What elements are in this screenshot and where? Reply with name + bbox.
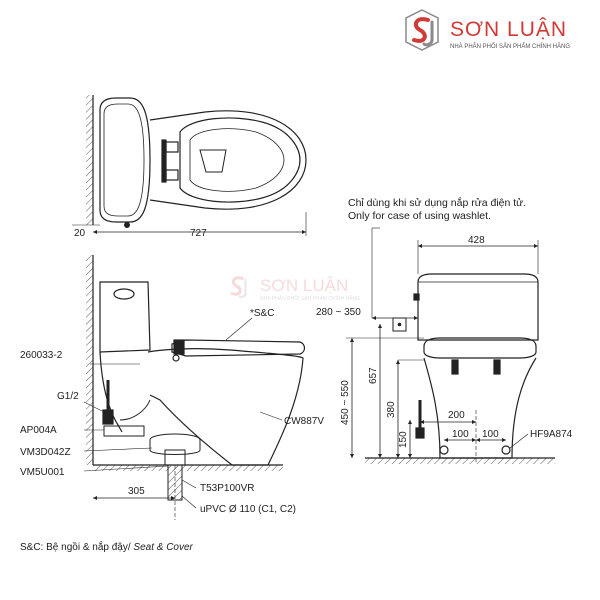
front-bowl: [423, 357, 537, 459]
dim-657: 657: [368, 367, 379, 384]
watermark-name: SƠN LUẬN: [260, 276, 349, 295]
dim-total-depth: 727: [190, 228, 207, 239]
dim-100-left: 100: [452, 429, 469, 440]
leader-g12: [83, 401, 105, 413]
top-view: [72, 95, 307, 236]
side-hinge: [173, 339, 185, 355]
legend: S&C: Bệ ngồi & nắp đậy/ Seat & Cover: [20, 540, 194, 553]
angle-valve: [102, 409, 114, 425]
front-hinge-right: [493, 359, 501, 375]
bolt-right-icon: [501, 445, 511, 455]
front-tank-button: [413, 293, 420, 301]
trap-adapter: [103, 425, 145, 437]
washlet-note-vi: Chỉ dùng khi sử dụng nắp rửa điện tử.: [348, 196, 526, 209]
dim-rough-in: 305: [128, 486, 145, 497]
leader-vm3d: [83, 447, 153, 452]
side-hinge-pin: [172, 354, 180, 362]
leader-sc: [225, 317, 253, 341]
leader-hf9a874: [509, 433, 529, 449]
part-t53p100vr: T53P100VR: [200, 483, 254, 494]
legend-prefix: S&C: Bệ ngồi & nắp đậy/: [20, 540, 133, 553]
dim-seat-height-range: 450 ~ 550: [340, 380, 351, 425]
leader-vm5u: [83, 465, 169, 472]
part-ap004a: AP004A: [20, 425, 57, 436]
brand-tagline: NHÀ PHÂN PHỐI SẢN PHẨM CHÍNH HÃNG: [450, 44, 571, 50]
top-supply-dot: [124, 222, 130, 228]
side-view: [83, 255, 306, 520]
flush-button-icon: [113, 288, 135, 300]
side-floor: [93, 465, 283, 471]
top-hinge-bar: [161, 139, 167, 183]
brand-watermark: SƠN LUẬN NHÀ PHÂN PHỐI SẢN PHẨM CHÍNH HÃ…: [220, 268, 380, 308]
part-cw887v: CW887V: [284, 416, 324, 427]
brand-logo: SƠN LUẬN NHÀ PHÂN PHỐI SẢN PHẨM CHÍNH HÃ…: [398, 6, 598, 58]
drain-pipe-top: [164, 449, 186, 466]
brand-logo-icon: [405, 9, 439, 51]
washlet-note-en: Only for case of using washlet.: [348, 210, 491, 222]
side-tank: [99, 281, 151, 353]
top-tank: [99, 97, 151, 223]
brand-name: SƠN LUẬN: [450, 18, 568, 41]
top-bowl: [149, 110, 307, 210]
part-g12: G1/2: [57, 391, 79, 402]
floor-flange: [149, 433, 201, 455]
dim-wall-gap: 20: [74, 228, 86, 239]
dim-washlet-range: 280 ~ 350: [316, 307, 361, 318]
dim-380: 380: [386, 401, 397, 418]
front-hinge-left: [451, 359, 459, 375]
leader-cw887v: [259, 411, 283, 421]
side-seat: [171, 339, 306, 357]
top-drain: [199, 149, 227, 173]
part-vm3d042z: VM3D042Z: [20, 447, 71, 458]
dim-200: 200: [448, 410, 465, 421]
outlet-icon: [397, 322, 402, 327]
leader-t53: [181, 479, 197, 489]
top-hinge-upper: [165, 141, 179, 153]
legend-en: Seat & Cover: [133, 542, 193, 553]
front-view: [346, 227, 555, 464]
side-bowl: [147, 348, 304, 466]
front-valve: [415, 427, 425, 439]
top-seat-inner: [189, 128, 285, 192]
front-floor: [365, 458, 555, 464]
front-seat: [423, 337, 537, 359]
part-seat-cover: *S&C: [250, 308, 274, 319]
dim-width: 428: [468, 235, 485, 246]
watermark-tagline: NHÀ PHÂN PHỐI SẢN PHẨM CHÍNH HÃNG: [260, 296, 361, 302]
top-hinge-lower: [165, 169, 179, 181]
top-tank-inner: [103, 103, 145, 217]
top-wall: [86, 95, 93, 225]
part-vm5u001: VM5U001: [20, 467, 65, 478]
leader-pipe: [181, 495, 197, 509]
side-wall: [86, 255, 93, 465]
pipe-spec: uPVC Ø 110 (C1, C2): [200, 504, 296, 515]
drain-pipe: [167, 464, 183, 501]
top-seat: [179, 117, 301, 203]
flex-hose: [119, 399, 151, 421]
bolt-left-icon: [439, 445, 449, 455]
dim-100-right: 100: [482, 429, 499, 440]
part-260033: 260033-2: [20, 350, 63, 361]
part-hf9a874: HF9A874: [530, 429, 573, 440]
dim-150: 150: [398, 431, 409, 448]
watermark-logo-icon: [230, 276, 247, 299]
front-tank: [417, 273, 539, 341]
